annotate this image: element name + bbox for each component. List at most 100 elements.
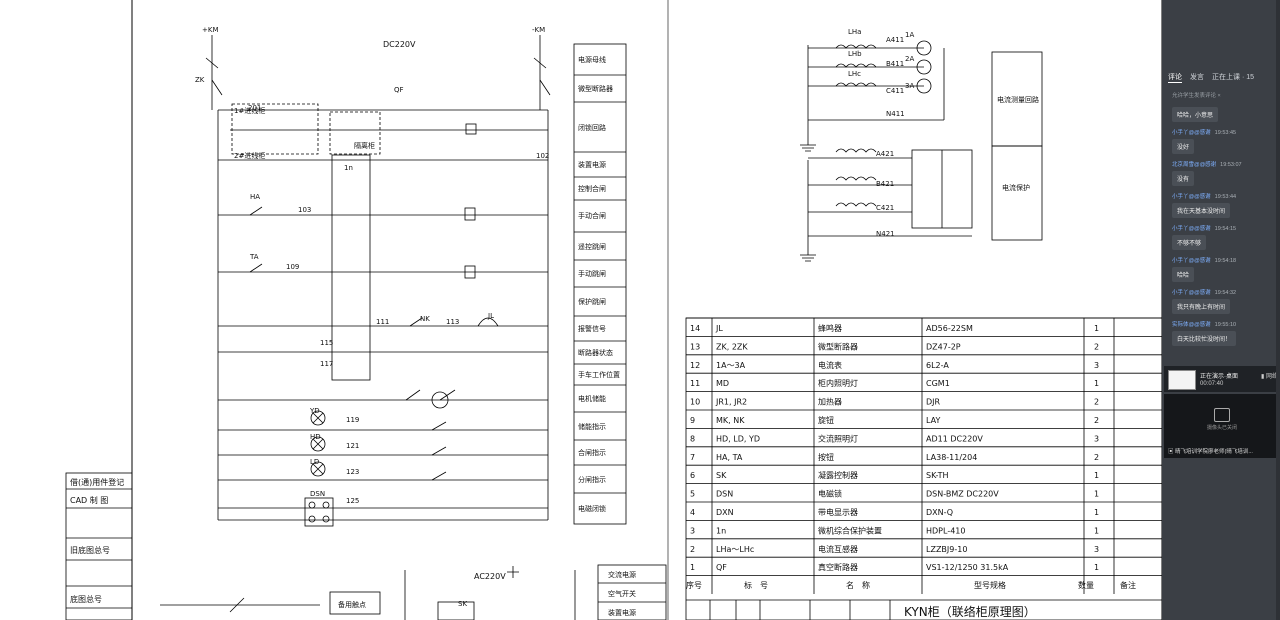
camera-off-icon	[1214, 408, 1230, 422]
bom-cell-qty: 3	[1094, 545, 1099, 554]
cad-drawing-canvas[interactable]: 借(通)用件登记 CAD 制 图 旧底图总号 底图总号	[0, 0, 1162, 620]
comment-time: 19:53:07	[1220, 162, 1242, 168]
comment-text: 我在天基本没时间	[1172, 203, 1231, 218]
tag-label: N421	[876, 230, 895, 238]
bottom-label: 备用触点	[338, 600, 366, 609]
comment-user[interactable]: 小手丫@@感谢	[1172, 258, 1211, 264]
tab-comments[interactable]: 评论	[1168, 74, 1182, 83]
function-label: 手车工作位置	[578, 370, 620, 379]
bottom-label: 交流电源	[608, 570, 636, 579]
wire-number: 115	[320, 339, 333, 347]
comment-user[interactable]: 北京周雪@@感谢	[1172, 162, 1217, 168]
screen-share-card[interactable]: 正在演示·桌面 00:07:40 ▮ 网络	[1164, 366, 1280, 392]
tag-label: 2A	[905, 55, 914, 63]
comment-user[interactable]: 小手丫@@感谢	[1172, 194, 1211, 200]
bom-cell-model: DSN-BMZ DC220V	[926, 490, 999, 499]
bom-cell-code: MK, NK	[716, 416, 745, 425]
function-label: 分闸指示	[578, 475, 606, 484]
bom-cell-code: DSN	[716, 490, 733, 499]
function-label: 断路器状态	[578, 348, 613, 357]
bom-header-model: 型号规格	[974, 580, 1006, 590]
bom-row-lines	[686, 317, 1162, 576]
bom-cell-name: 柜内照明灯	[818, 378, 858, 388]
camera-panel[interactable]: 摄像头已关闭	[1164, 394, 1280, 446]
comment-user[interactable]: 小手丫@@感谢	[1172, 226, 1211, 232]
wire-number: 113	[446, 318, 459, 326]
function-label: 手动跳闸	[578, 269, 606, 278]
function-label: 电磁闭锁	[578, 504, 606, 513]
bom-cell-model: DXN-Q	[926, 508, 953, 517]
bom-cell-no: 14	[690, 324, 700, 333]
bom-header-name: 名 称	[846, 580, 870, 590]
ac-schematic	[160, 564, 667, 620]
function-label: 装置电源	[578, 160, 606, 169]
comment-user[interactable]: 小手丫@@感谢	[1172, 290, 1211, 296]
bom-cell-code: 1n	[716, 526, 726, 535]
tag-label: ZK	[195, 76, 205, 84]
function-label: 储能指示	[578, 422, 606, 431]
share-title: 正在演示·桌面	[1200, 374, 1238, 380]
bom-cell-code: ZK, 2ZK	[716, 342, 748, 351]
bom-cell-model: HDPL-410	[926, 526, 965, 535]
tag-label: B411	[886, 60, 904, 68]
bom-cell-qty: 3	[1094, 361, 1099, 370]
bom-cell-qty: 1	[1094, 490, 1099, 499]
bom-grid	[685, 317, 1162, 620]
comment-text: 没有	[1172, 171, 1195, 186]
function-label: 手动合闸	[578, 211, 606, 220]
bom-cell-code: QF	[716, 563, 727, 572]
comment-permission-hint[interactable]: 允许学生发表评论 ×	[1172, 93, 1221, 99]
bom-cell-qty: 1	[1094, 471, 1099, 480]
comment-user[interactable]: 小手丫@@感谢	[1172, 130, 1211, 136]
sidebar-tabs: 评论 发言 正在上课 · 15	[1162, 0, 1280, 89]
bom-cell-qty: 1	[1094, 563, 1099, 572]
comment-user[interactable]: 实际体@@感谢	[1172, 322, 1211, 328]
wire-number: 111	[376, 318, 389, 326]
bom-cell-qty: 3	[1094, 434, 1099, 443]
bom-cell-name: 凝露控制器	[818, 470, 858, 480]
wire-number: 121	[346, 442, 359, 450]
bom-cell-no: 11	[690, 379, 700, 388]
function-label: 报警信号	[578, 324, 606, 333]
wire-number: 103	[298, 206, 311, 214]
bom-cell-model: AD11 DC220V	[926, 434, 983, 443]
tag-label: TA	[249, 253, 259, 261]
function-label-column	[573, 43, 627, 525]
comment-item: 哈哈，小意思	[1162, 103, 1280, 127]
wire-number: 102	[536, 152, 549, 160]
bom-cell-no: 12	[690, 361, 700, 370]
sidebar-scrollbar[interactable]	[1276, 0, 1280, 620]
tag-label: N411	[886, 110, 905, 118]
tab-in-class[interactable]: 正在上课 · 15	[1212, 74, 1255, 81]
function-label: 微型断路器	[578, 84, 613, 93]
side-label: 旧底图总号	[70, 545, 110, 555]
bom-cell-code: DXN	[716, 508, 734, 517]
bom-cell-qty: 2	[1094, 416, 1099, 425]
tag-label: A421	[876, 150, 894, 158]
plus-km-label: +KM	[202, 26, 219, 34]
minus-km-label: -KM	[532, 26, 545, 34]
tab-speak[interactable]: 发言	[1190, 74, 1204, 81]
function-label: 合闸指示	[578, 448, 606, 457]
tag-label: HA	[250, 193, 260, 201]
wire-number: 117	[320, 360, 333, 368]
bom-header-code: 标 号	[744, 580, 768, 590]
comment-time: 19:53:44	[1214, 194, 1237, 200]
tag-label: QF	[394, 86, 404, 94]
bom-cell-code: JL	[715, 324, 723, 333]
bom-cell-no: 6	[690, 471, 695, 480]
wire-number: 123	[346, 468, 359, 476]
bom-cell-name: 微机综合保护装置	[818, 525, 882, 535]
bom-cell-qty: 2	[1094, 398, 1099, 407]
live-class-sidebar: 评论 发言 正在上课 · 15 允许学生发表评论 × 哈哈，小意思小手丫@@感谢…	[1162, 0, 1280, 620]
tag-label: C411	[886, 87, 904, 95]
